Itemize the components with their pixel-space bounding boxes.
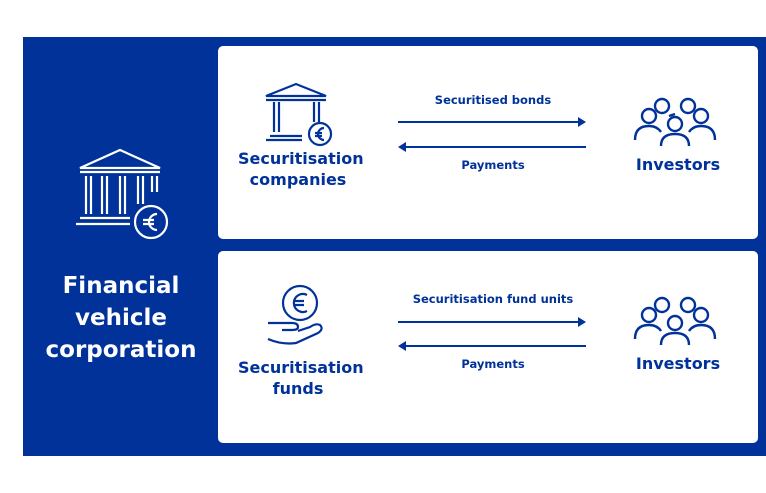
title-line-2: vehicle — [75, 305, 167, 331]
bank-euro-icon — [265, 82, 333, 147]
title-line-1: Financial — [62, 273, 180, 299]
flow-label-payments: Payments — [461, 357, 525, 371]
entity-label-line-2: funds — [272, 379, 324, 398]
entity-label-line-1: Securitisation — [238, 358, 364, 377]
title-line-3: corporation — [45, 337, 197, 363]
securitisation-funds-card: Securitisation funds Securitisation fund… — [218, 251, 758, 443]
entity-label-line-1: Securitisation — [238, 149, 364, 168]
investors-entity: Investors — [618, 295, 738, 374]
securitisation-companies-card: Securitisation companies Securitised bon… — [218, 46, 758, 239]
flow-label-payments: Payments — [461, 158, 525, 172]
arrow-left-icon — [398, 341, 586, 351]
flow-label-fund-units: Securitisation fund units — [412, 292, 574, 306]
left-panel-title: Financial vehicle corporation — [26, 270, 216, 366]
arrow-right-icon — [398, 317, 586, 327]
securitisation-companies-entity: Securitisation companies — [238, 82, 364, 190]
hand-euro-coin-icon — [267, 284, 323, 345]
investors-label: Investors — [635, 354, 721, 373]
bank-euro-icon — [76, 148, 169, 240]
investors-entity: Investors — [618, 96, 738, 175]
investors-label: Investors — [635, 155, 721, 174]
securitisation-funds-entity: Securitisation funds — [238, 283, 364, 399]
people-group-icon — [633, 97, 717, 147]
people-group-icon — [633, 296, 717, 346]
arrow-left-icon — [398, 142, 586, 152]
flow-label-securitised-bonds: Securitised bonds — [434, 93, 552, 107]
entity-label-line-2: companies — [249, 170, 347, 189]
arrow-right-icon — [398, 117, 586, 127]
